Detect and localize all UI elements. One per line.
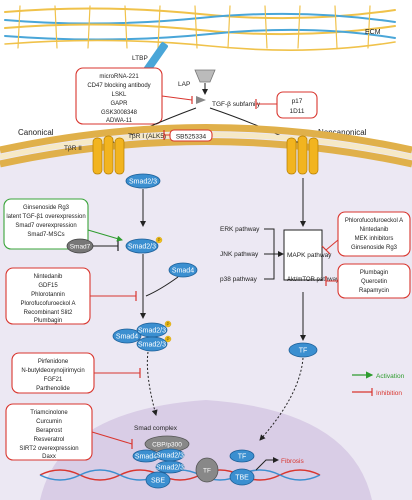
ltbp-label: LTBP: [132, 55, 148, 62]
smad4-node: [168, 262, 198, 278]
activator-1: latent TGF-β1 overexpression: [6, 214, 85, 220]
smad7-label: Smad7: [70, 244, 91, 251]
inhibitor-mapk-2: MEK inhibitors: [355, 236, 394, 242]
smad23-label: Smad2/3: [129, 179, 157, 186]
inhibitor-nuclear-3: Parthenolide: [36, 386, 70, 392]
complex-smad4-label: Smad4: [116, 334, 138, 341]
canonical-label: Canonical: [18, 128, 54, 137]
smad-complex-label: Smad complex: [134, 425, 178, 432]
inhibitor-p17: p17: [292, 98, 303, 105]
sbe-node: [145, 471, 171, 489]
inhibitor-nucleus-4: SIRT2 overexpression: [19, 446, 78, 452]
inhibitor-ligand-2: LSKL: [112, 92, 127, 98]
inhibitor-nucleus-3: Resveratrol: [34, 437, 65, 443]
inhibitor-sb525334: SB525334: [176, 134, 207, 141]
jnk-label: JNK pathway: [220, 251, 259, 258]
nucleus: [40, 400, 372, 500]
nuclear-smad4-label: Smad4: [135, 454, 157, 461]
smad23-phospho-node: [125, 238, 159, 254]
inhibitor-smad-4: Recombinant Slit2: [24, 310, 73, 316]
inhibitor-1d11: 1D11: [289, 108, 304, 115]
legend-inhibition-label: Inhibition: [376, 390, 402, 397]
nuclear-tf-blue-label: TF: [238, 454, 247, 461]
tgf-beta-ligand: [196, 96, 206, 104]
tbe-label: TBE: [235, 475, 249, 482]
inhibitor-mapk-3: Ginsenoside Rg3: [351, 245, 398, 251]
tbr2-label: TβR II: [64, 145, 82, 152]
inhibitor-mapk-1: Nintedanib: [360, 227, 389, 233]
inhibitor-smad-5: Plumbagin: [34, 318, 62, 324]
noncanonical-label: Noncanonical: [318, 128, 367, 137]
inhibitor-box-mapk: [337, 211, 411, 257]
inhibitor-smad-2: Phlorotannin: [31, 292, 65, 298]
tbe-node: [229, 468, 255, 486]
inhibitor-nuclear-0: Pirfenidone: [38, 359, 69, 365]
inhibitor-nucleus-5: Daxx: [42, 454, 56, 460]
inhibitor-nuclear-2: FGF21: [44, 377, 63, 383]
nuclear-smad23-a-label: Smad2/3: [156, 453, 184, 460]
activator-3: Smad7-MSCs: [27, 232, 64, 238]
smad-complex-nucleus: Smad4 Smad2/3 Smad2/3: [132, 448, 185, 474]
inhibit-line-ligand: [161, 95, 193, 101]
lap-complex: [194, 69, 216, 83]
inhibitor-mapk-0: Phlorofucofuroeckol A: [345, 218, 403, 224]
nuclear-smad23-b-label: Smad2/3: [156, 465, 184, 472]
cbp-p300-label: CBP/p300: [152, 442, 182, 449]
inhibitor-ligand-4: GSK3008348: [101, 110, 138, 116]
inhibitor-akt-1: Quercetin: [361, 279, 387, 285]
tf-label: TF: [299, 348, 308, 355]
akt-label: Akt/mTOR pathway: [287, 277, 339, 283]
inhibitor-nucleus-0: Triamcinolone: [30, 410, 68, 416]
inhibitor-ligand-1: CD47 blocking antibody: [87, 83, 150, 89]
inhibitor-nucleus-2: Beraprost: [36, 428, 62, 434]
activator-0: Ginsenoside Rg3: [23, 205, 70, 211]
smad-complex-cytoplasm: Smad4 Smad2/3 Smad2/3 P P: [112, 320, 172, 352]
mapk-box: [283, 229, 323, 281]
cytoplasm: [0, 127, 412, 500]
legend-activation-label: Activation: [376, 373, 405, 380]
inhibitor-ligand-0: microRNA-221: [99, 74, 139, 80]
inhibitor-smad-0: Nintedanib: [34, 274, 63, 280]
activator-box: [3, 198, 89, 250]
sbe-label: SBE: [151, 478, 165, 485]
complex-smad23-b-label: Smad2/3: [138, 342, 166, 349]
fibrosis-label: Fibrosis: [281, 458, 305, 465]
svg-text:P: P: [166, 337, 169, 342]
inhibitor-smad-3: Plorofucofuroeckol A: [20, 301, 75, 307]
p38-label: p38 pathway: [220, 276, 258, 283]
inhibitor-nucleus-1: Curcumin: [36, 419, 62, 425]
activator-2: Smad7 overexpression: [15, 223, 76, 229]
inhibitor-akt-2: Rapamycin: [359, 288, 389, 294]
tbr1-label: TβR Ⅰ (ALK5): [128, 133, 166, 140]
smad4-label: Smad4: [172, 268, 194, 275]
nuclear-tf-grey: [195, 457, 219, 483]
dotted-arrow-to-nucleus: [146, 351, 158, 416]
lap-label: LAP: [178, 81, 190, 88]
nuclear-tf-blue: [229, 449, 255, 463]
svg-text:P: P: [166, 322, 169, 327]
inhibitor-box-p17: [276, 91, 318, 119]
smad23-node: [125, 173, 161, 189]
inhibitor-akt-0: Plumbagin: [360, 270, 388, 276]
inhibitor-nuclear-1: N-butyldeoxynojirimycin: [21, 368, 84, 374]
tf-node: [288, 342, 318, 358]
inhibitor-smad-1: GDF15: [38, 283, 58, 289]
inhibitor-ligand-5: ADWA-11: [106, 118, 133, 124]
inhibitor-ligand-3: GAPR: [110, 101, 128, 107]
nuclear-tf-grey-label: TF: [203, 468, 211, 475]
tgfbr-receptor-canonical: [92, 135, 125, 175]
ecm-fibers: [4, 5, 396, 51]
smad23-phospho-label: Smad2/3: [128, 244, 156, 251]
tgfbr-receptor-noncanonical: [286, 135, 319, 175]
tgf-subfamily-label: TGF-β subfamily: [212, 101, 261, 108]
complex-smad23-a-label: Smad2/3: [138, 328, 166, 335]
ecm-label: ECM: [365, 29, 381, 36]
mapk-label: MAPK pathway: [287, 252, 332, 259]
erk-label: ERK pathway: [220, 226, 260, 233]
svg-text:P: P: [157, 238, 160, 243]
